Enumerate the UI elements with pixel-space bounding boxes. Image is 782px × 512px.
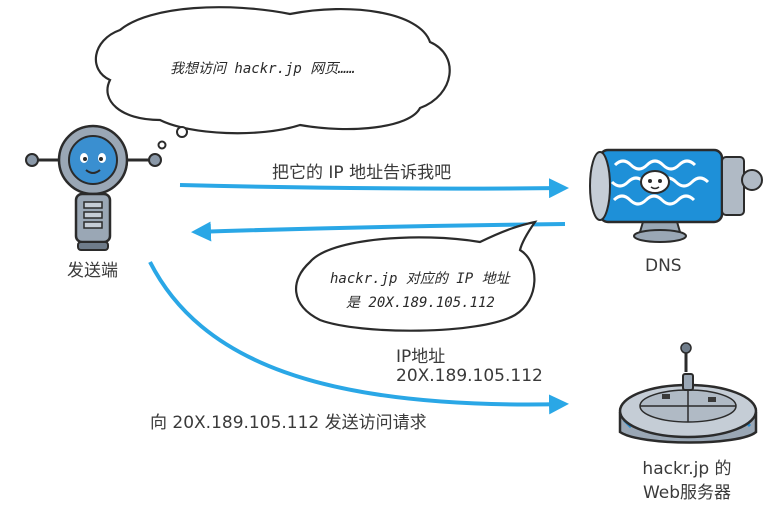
arrow-from-dns xyxy=(191,221,566,242)
server-label-line1: hackr.jp 的 xyxy=(642,459,732,479)
arrows xyxy=(148,178,569,415)
send-request-label: 向 20X.189.105.112 发送访问请求 xyxy=(150,413,427,433)
ip-title-label: IP地址 xyxy=(396,347,446,367)
speech-bubble xyxy=(295,220,538,332)
arrow-to-server xyxy=(148,261,569,415)
dns-label: DNS xyxy=(645,256,682,276)
web-server-icon xyxy=(618,342,758,444)
ip-value-label: 20X.189.105.112 xyxy=(396,366,543,386)
robot-icon xyxy=(25,124,162,251)
speech-bubble-line2: 是 20X.189.105.112 xyxy=(346,295,495,311)
dns-server-icon xyxy=(589,148,763,243)
thought-bubble-text: 我想访问 hackr.jp 网页…… xyxy=(170,61,356,77)
arrow-to-dns xyxy=(179,178,569,199)
thought-bubble xyxy=(94,6,451,150)
speech-bubble-line1: hackr.jp 对应的 IP 地址 xyxy=(330,271,510,287)
sender-label: 发送端 xyxy=(67,261,118,281)
server-label-line2: Web服务器 xyxy=(642,483,732,503)
request-ip-label: 把它的 IP 地址告诉我吧 xyxy=(272,163,452,183)
